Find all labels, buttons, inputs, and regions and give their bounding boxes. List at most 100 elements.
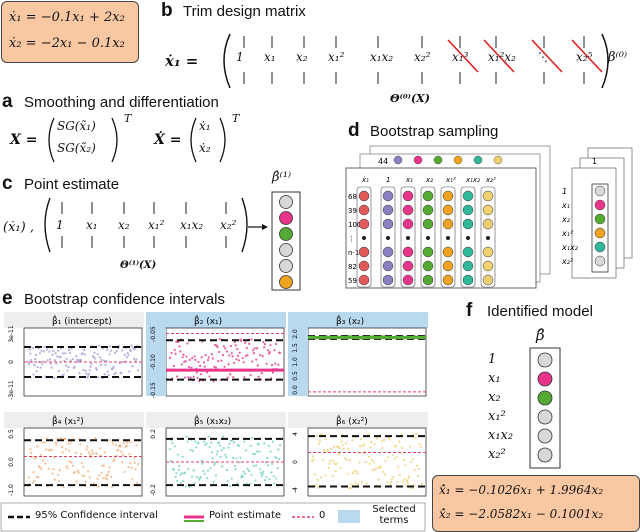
ci-sample-point: [202, 361, 206, 364]
boot-cell: [402, 204, 414, 216]
ci-sample-point: [352, 471, 355, 475]
ci-sample-point: [262, 340, 265, 344]
ci-selected-margin: [288, 328, 308, 396]
ci-sample-point: [260, 371, 263, 375]
ci-sample-point: [236, 482, 239, 485]
ci-sample-point: [249, 444, 252, 448]
ci-sample-point: [94, 436, 97, 440]
ci-sample-point: [356, 472, 359, 475]
boot-cell: [382, 260, 394, 272]
ci-sample-point: [102, 477, 105, 480]
ci-sample-point: [397, 466, 400, 469]
ci-sample-point: [176, 479, 179, 483]
matrix-b-term: x₂: [296, 50, 308, 64]
panel-title-e: Bootstrap confidence intervals: [24, 291, 225, 308]
boot-col: [400, 186, 416, 288]
boot-cell: [422, 260, 434, 272]
ci-subplot-title: β̂₁ (intercept): [52, 314, 112, 327]
ci-sample-point: [398, 474, 401, 477]
ci-sample-point: [195, 476, 199, 479]
ci-sample-point: [46, 359, 49, 362]
ci-sample-point: [274, 362, 277, 365]
panel-title-d: Bootstrap sampling: [370, 123, 499, 140]
ci-sample-point: [233, 361, 236, 365]
ci-sample-point: [132, 483, 135, 487]
ci-subplot: β̂₂ (x₁)-0.05-0.10-0.15: [146, 312, 286, 398]
ci-sample-point: [177, 468, 180, 472]
ci-sample-point: [320, 476, 323, 479]
ci-sample-point: [131, 478, 134, 481]
ci-sample-point: [225, 350, 229, 353]
ci-sample-point: [54, 352, 57, 355]
ci-subplot-title-bg: [4, 312, 144, 328]
ci-sample-point: [67, 365, 70, 369]
ci-sample-point: [263, 442, 266, 445]
ci-sample-point: [229, 484, 232, 488]
ci-sample-point: [276, 467, 279, 470]
ci-sample-point: [261, 355, 264, 358]
boot-ellipsis-dot: [486, 236, 490, 240]
ci-sample-point: [317, 486, 320, 489]
ci-sample-point: [132, 456, 136, 460]
boot-stack-term: x₂: [561, 215, 571, 224]
identified-svg: [529, 347, 561, 469]
ci-sample-point: [214, 461, 217, 464]
boot-back-row: 44: [378, 157, 388, 166]
ci-sample-point: [98, 447, 102, 450]
panel-title-c: Point estimate: [24, 176, 120, 193]
ci-sample-point: [224, 453, 227, 456]
ci-sample-point: [388, 438, 391, 441]
ci-sample-point: [201, 462, 204, 465]
matrix-b-term: x₁²: [328, 50, 345, 64]
ci-sample-point: [30, 451, 33, 454]
ci-sample-point: [44, 462, 47, 465]
ci-sample-point: [33, 363, 36, 367]
boot-header: x₁x₂: [465, 176, 480, 184]
identified-circle: [537, 447, 553, 463]
boot-header: x₁²: [445, 176, 456, 184]
ci-sample-point: [192, 375, 195, 378]
ci-subplot: β̂₄ (x₁²)0.50.0-1.0: [4, 412, 144, 497]
ci-sample-point: [405, 484, 408, 487]
boot-col: [480, 186, 496, 288]
boot-cell: [358, 218, 370, 230]
ci-sample-point: [198, 478, 201, 481]
ci-sample-point: [348, 458, 352, 462]
ci-sample-point: [267, 444, 271, 447]
ci-sample-point: [32, 373, 35, 376]
ci-sample-point: [106, 348, 109, 351]
ci-sample-point: [68, 348, 71, 352]
ci-sample-point: [207, 356, 210, 359]
boot-cell: [358, 246, 370, 258]
identified-term: x₁x₂: [488, 428, 514, 443]
ci-sample-point: [56, 473, 60, 476]
ci-sample-point: [176, 453, 180, 456]
ci-sample-point: [257, 375, 260, 378]
ci-sample-point: [234, 344, 237, 347]
ci-tick: 0.5: [292, 371, 299, 381]
matrix-b-term: x₁x₂: [370, 50, 394, 64]
ci-sample-point: [251, 349, 255, 352]
ci-sample-point: [32, 471, 35, 474]
ci-sample-point: [396, 481, 399, 484]
ci-sample-point: [121, 453, 125, 456]
ci-sample-point: [342, 447, 345, 450]
ci-sample-point: [30, 359, 33, 362]
ci-sample-point: [238, 461, 241, 464]
boot-stack-circle: [594, 199, 606, 211]
ci-sample-point: [254, 479, 257, 482]
ci-sample-point: [118, 362, 121, 365]
ci-sample-point: [391, 453, 394, 456]
ci-sample-point: [104, 363, 107, 366]
ci-sample-point: [54, 441, 57, 444]
panel-letter-d: d: [348, 120, 360, 141]
boot-cell: [422, 274, 434, 286]
ci-sample-point: [243, 440, 246, 443]
ci-sample-point: [73, 365, 76, 368]
ci-sample-point: [268, 478, 271, 481]
ci-sample-point: [241, 475, 244, 479]
ci-sample-point: [217, 441, 221, 444]
ci-tick: 4: [292, 432, 299, 436]
ci-sample-point: [328, 462, 331, 465]
ci-sample-point: [121, 461, 124, 464]
